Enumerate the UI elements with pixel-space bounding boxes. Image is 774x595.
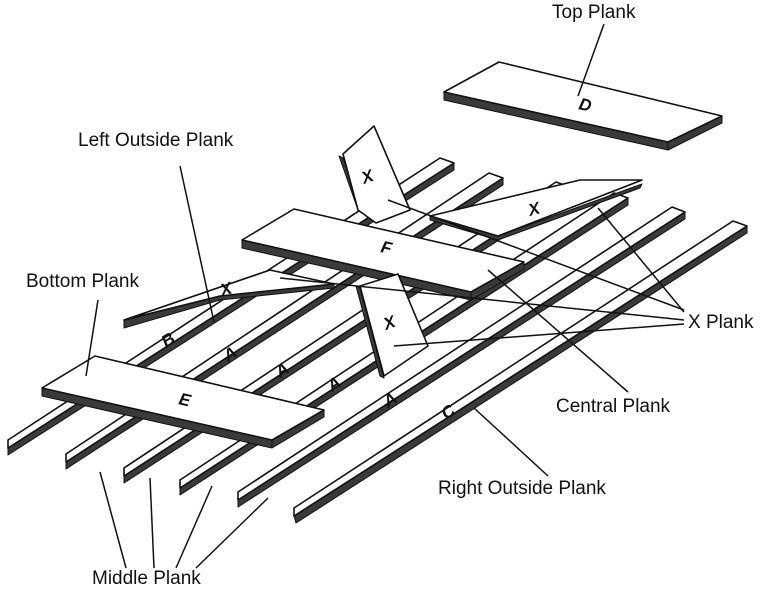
- leader-middle-plank-3: [175, 485, 213, 569]
- leader-x-plank-3: [279, 277, 685, 321]
- leader-x-plank-4: [393, 323, 685, 347]
- leader-left-outside-plank: [179, 165, 215, 323]
- x-plank-left: X: [123, 269, 335, 329]
- leader-top-plank: [577, 23, 605, 97]
- leader-middle-plank-4: [195, 497, 269, 569]
- middle-plank-5: A: [237, 206, 686, 508]
- leader-central-plank: [487, 269, 629, 393]
- top-plank-letter: D: [577, 94, 593, 115]
- label-x-plank: X Plank: [688, 312, 754, 333]
- bottom-plank: E: [41, 355, 325, 449]
- x-plank-top-right: X: [429, 179, 643, 241]
- label-central-plank: Central Plank: [556, 396, 671, 417]
- label-left-outside-plank: Left Outside Plank: [78, 130, 234, 151]
- x-plank-top-left: X: [338, 125, 411, 224]
- central-plank-letter: F: [379, 237, 394, 258]
- leader-bottom-plank: [85, 299, 99, 377]
- leader-x-plank-1: [387, 199, 685, 311]
- top-plank: D: [443, 61, 723, 151]
- leader-right-outside-plank: [473, 407, 549, 477]
- leader-x-plank-2: [597, 207, 685, 313]
- x-plank-center: X: [355, 273, 429, 379]
- label-right-outside-plank: Right Outside Plank: [438, 478, 606, 499]
- leader-lines: [85, 23, 685, 569]
- label-top-plank: Top Plank: [552, 2, 636, 23]
- label-middle-plank: Middle Plank: [92, 568, 201, 589]
- bottom-plank-letter: E: [177, 389, 193, 410]
- label-bottom-plank: Bottom Plank: [26, 271, 139, 292]
- leader-middle-plank-1: [99, 471, 127, 569]
- leader-middle-plank-2: [149, 477, 155, 569]
- right-outside-plank: C: [293, 220, 748, 524]
